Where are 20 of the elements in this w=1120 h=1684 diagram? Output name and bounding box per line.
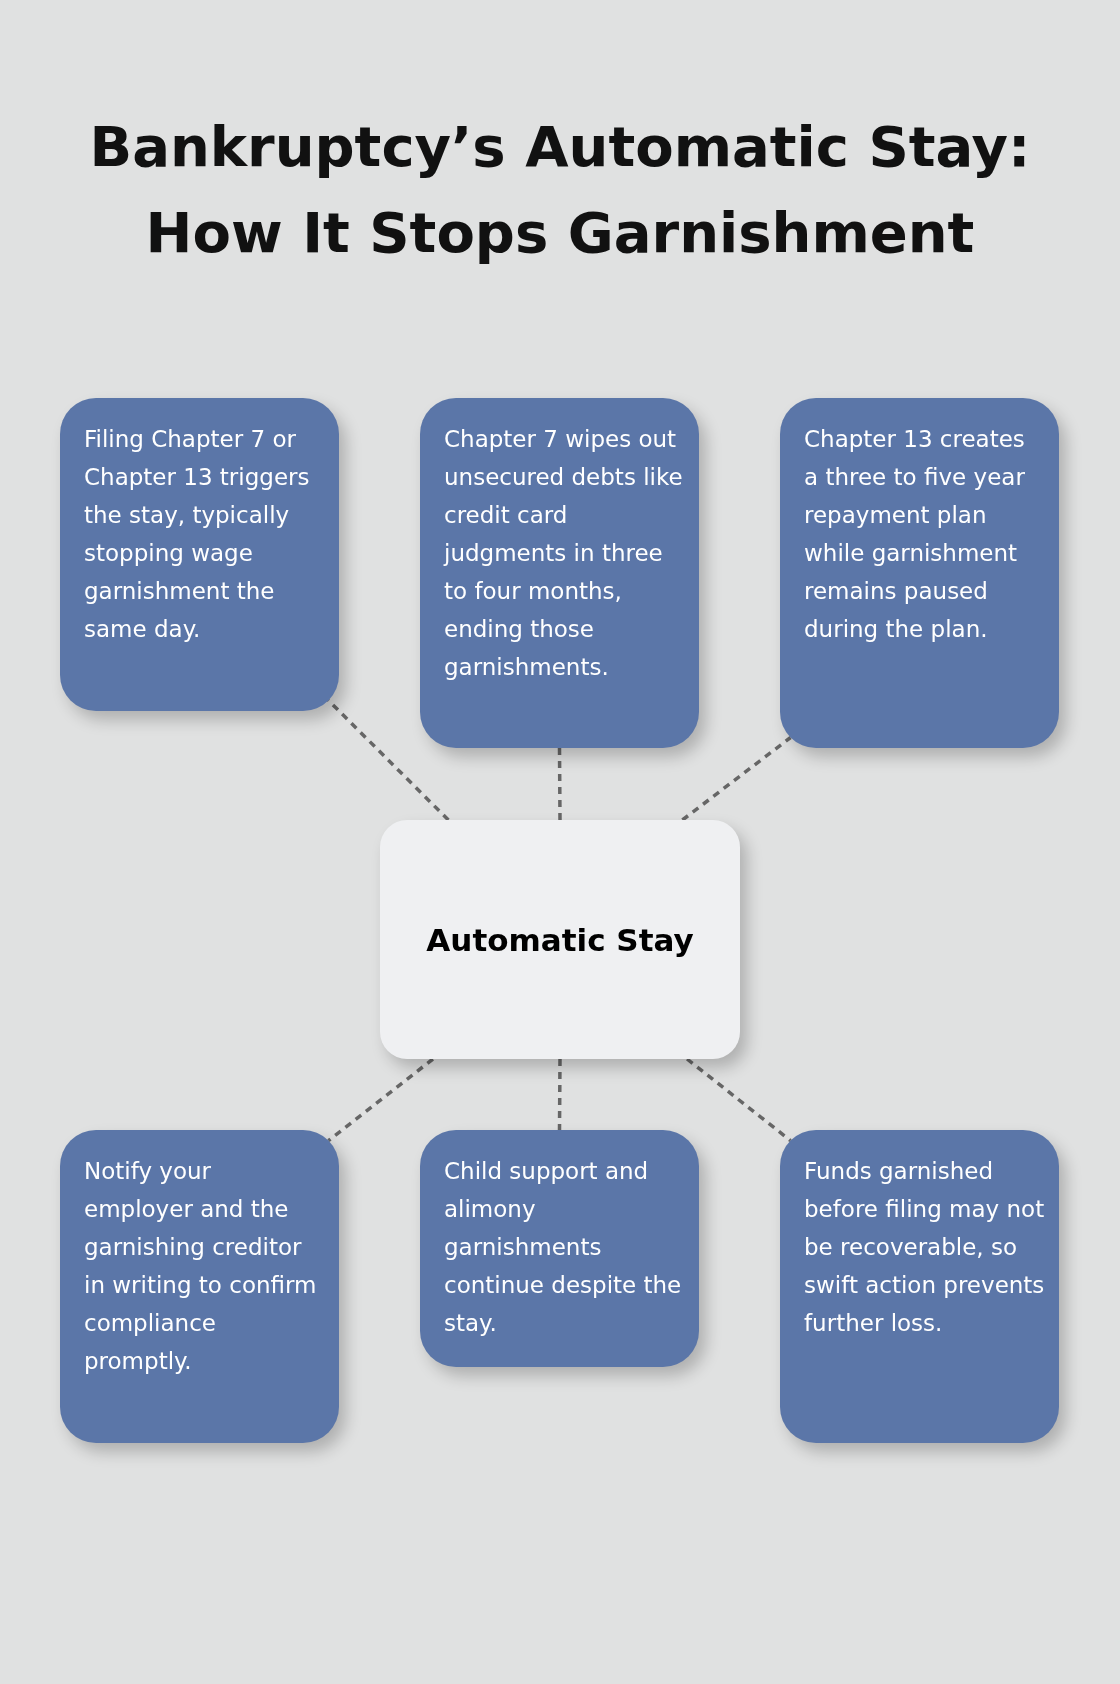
hub-label: Automatic Stay xyxy=(426,920,694,960)
card-text: Filing Chapter 7 or Chapter 13 triggers the stay, typically stopping wage garnishment the same day. xyxy=(84,425,311,644)
info-card xyxy=(780,398,1059,748)
title: Bankruptcy’s Automatic Stay: How It Stops Garnishment xyxy=(88,113,1032,267)
info-card xyxy=(420,398,699,748)
card-text: Notify your employer and the garnishing creditor in writing to confirm compliance promptly. xyxy=(84,1157,318,1376)
info-card xyxy=(780,1130,1059,1443)
card-text: Chapter 7 wipes out unsecured debts like credit card judgments in three to four months, ending those garnishments. xyxy=(444,425,684,682)
dashed-connector xyxy=(681,736,792,822)
dashed-connector xyxy=(557,748,562,820)
card-text: Chapter 13 creates a three to five year repayment plan while garnishment remains paused during the plan. xyxy=(804,425,1026,644)
card-text: Funds garnished before filing may not be recoverable, so swift action prevents further loss. xyxy=(804,1157,1045,1338)
card-text: Child support and alimony garnishments continue despite the stay. xyxy=(444,1157,683,1338)
info-card xyxy=(60,398,339,711)
dashed-connector xyxy=(327,1057,434,1142)
dashed-connector xyxy=(686,1057,792,1142)
info-card xyxy=(60,1130,339,1443)
hub-card xyxy=(380,820,740,1059)
dashed-connector xyxy=(557,1059,562,1130)
info-card xyxy=(420,1130,699,1367)
